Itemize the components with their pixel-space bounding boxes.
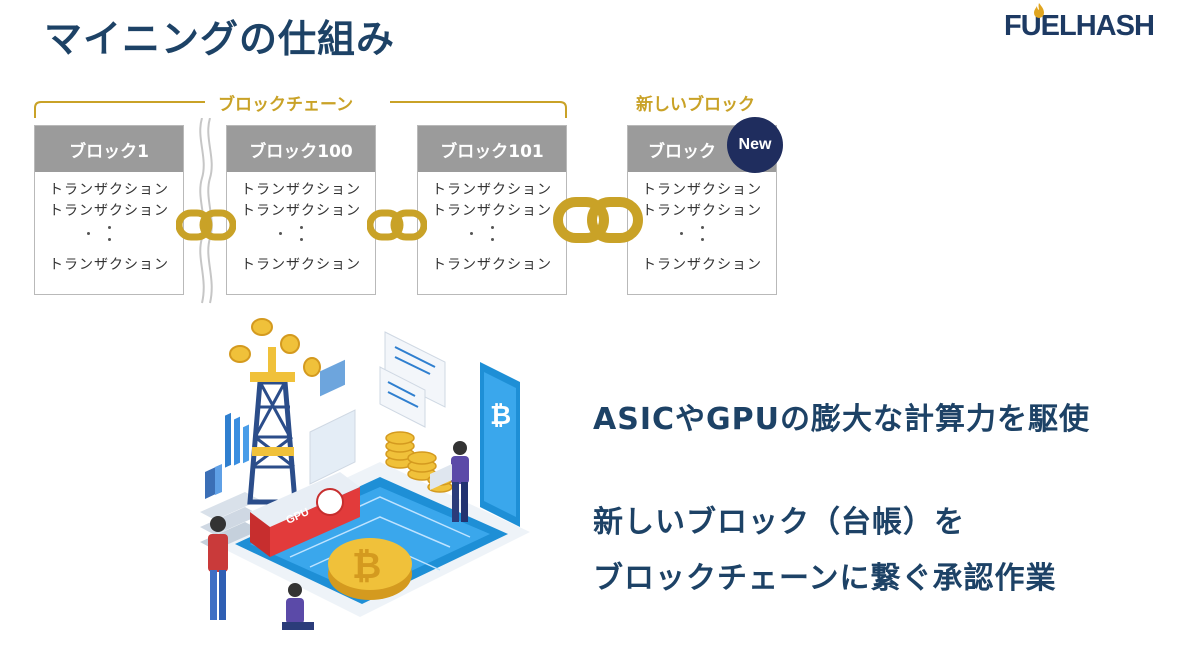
ellipsis-dots [628, 222, 776, 255]
block-header: ブロック101 [418, 126, 566, 172]
logo-text: FUELHASH [1004, 10, 1155, 42]
svg-text:₿: ₿ [352, 546, 381, 587]
chain-link-icon [553, 197, 643, 243]
mining-illustration: GPU ₿ ₿ [200, 318, 530, 630]
ellipsis-dots [35, 222, 183, 255]
chain-link-icon [176, 209, 236, 241]
flame-icon [1034, 3, 1044, 18]
person-sitting [282, 583, 314, 630]
blockchain-label: ブロックチェーン [218, 95, 354, 115]
break-mark [199, 118, 213, 304]
coin-icon [229, 318, 321, 377]
chain-bracket [34, 101, 567, 118]
transaction: トランザクション [49, 257, 169, 273]
person-standing [208, 516, 228, 620]
gpu-card: GPU [250, 472, 360, 557]
transaction: トランザクション [642, 182, 762, 198]
bitcoin-icon: ₿ [328, 538, 412, 600]
transaction: トランザクション [241, 203, 361, 219]
block-header: ブロック100 [227, 126, 375, 172]
description-line-3: ブロックチェーンに繋ぐ承認作業 [593, 561, 1057, 596]
bitcoin-icon: ₿ [490, 401, 511, 431]
fuelhash-logo: FUELHASH [1004, 3, 1184, 46]
chain-link-icon [367, 209, 427, 241]
description-line-2: 新しいブロック（台帳）を [593, 505, 965, 540]
block-101: ブロック101 トランザクション トランザクション トランザクション [417, 125, 567, 295]
block-1: ブロック1 トランザクション トランザクション トランザクション [34, 125, 184, 295]
transaction: トランザクション [241, 182, 361, 198]
transaction: トランザクション [49, 182, 169, 198]
dashboard-panel [309, 331, 446, 485]
tower [247, 347, 298, 505]
transaction: トランザクション [432, 182, 552, 198]
transaction: トランザクション [642, 203, 762, 219]
phone-icon: ₿ [480, 362, 520, 527]
transaction: トランザクション [49, 203, 169, 219]
block-100: ブロック100 トランザクション トランザクション トランザクション [226, 125, 376, 295]
new-block-label: 新しいブロック [636, 95, 755, 115]
ellipsis-dots [227, 222, 375, 255]
chart-icon [205, 412, 249, 499]
ellipsis-dots [418, 222, 566, 255]
transaction: トランザクション [642, 257, 762, 273]
transaction: トランザクション [432, 203, 552, 219]
block-header: ブロック1 [35, 126, 183, 172]
new-badge: New [727, 117, 783, 173]
transaction: トランザクション [432, 257, 552, 273]
transaction: トランザクション [241, 257, 361, 273]
person-with-laptop [430, 441, 469, 522]
page-title: マイニングの仕組み [44, 17, 396, 61]
description-line-1: ASICやGPUの膨大な計算力を駆使 [593, 402, 1090, 437]
